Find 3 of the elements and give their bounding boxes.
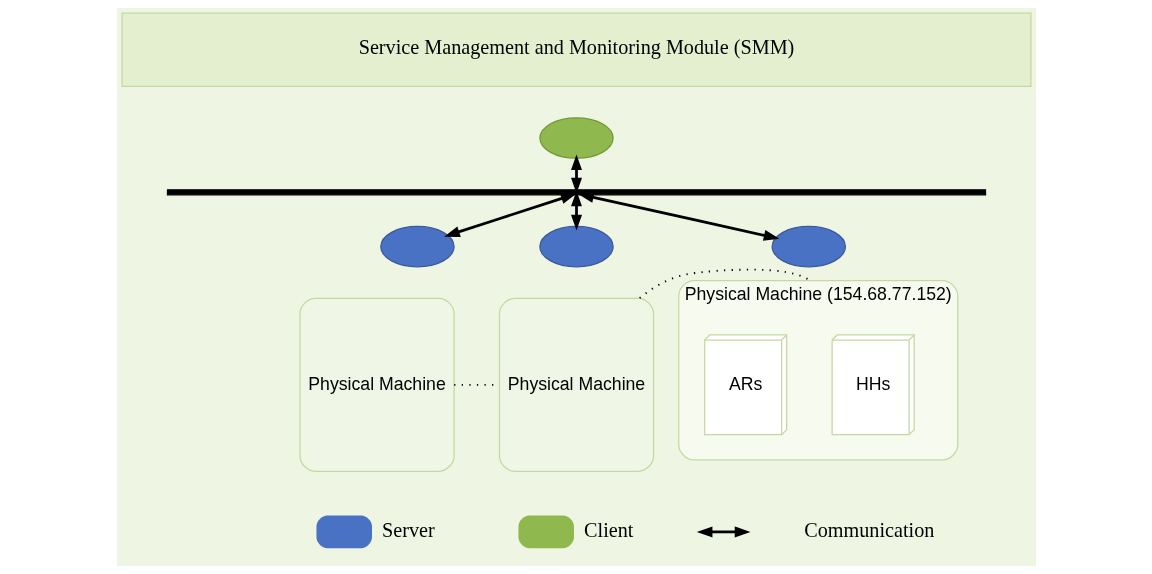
legend-label: Communication: [803, 518, 934, 541]
legend-label: Server: [381, 518, 435, 541]
legend-label: Client: [583, 518, 633, 541]
